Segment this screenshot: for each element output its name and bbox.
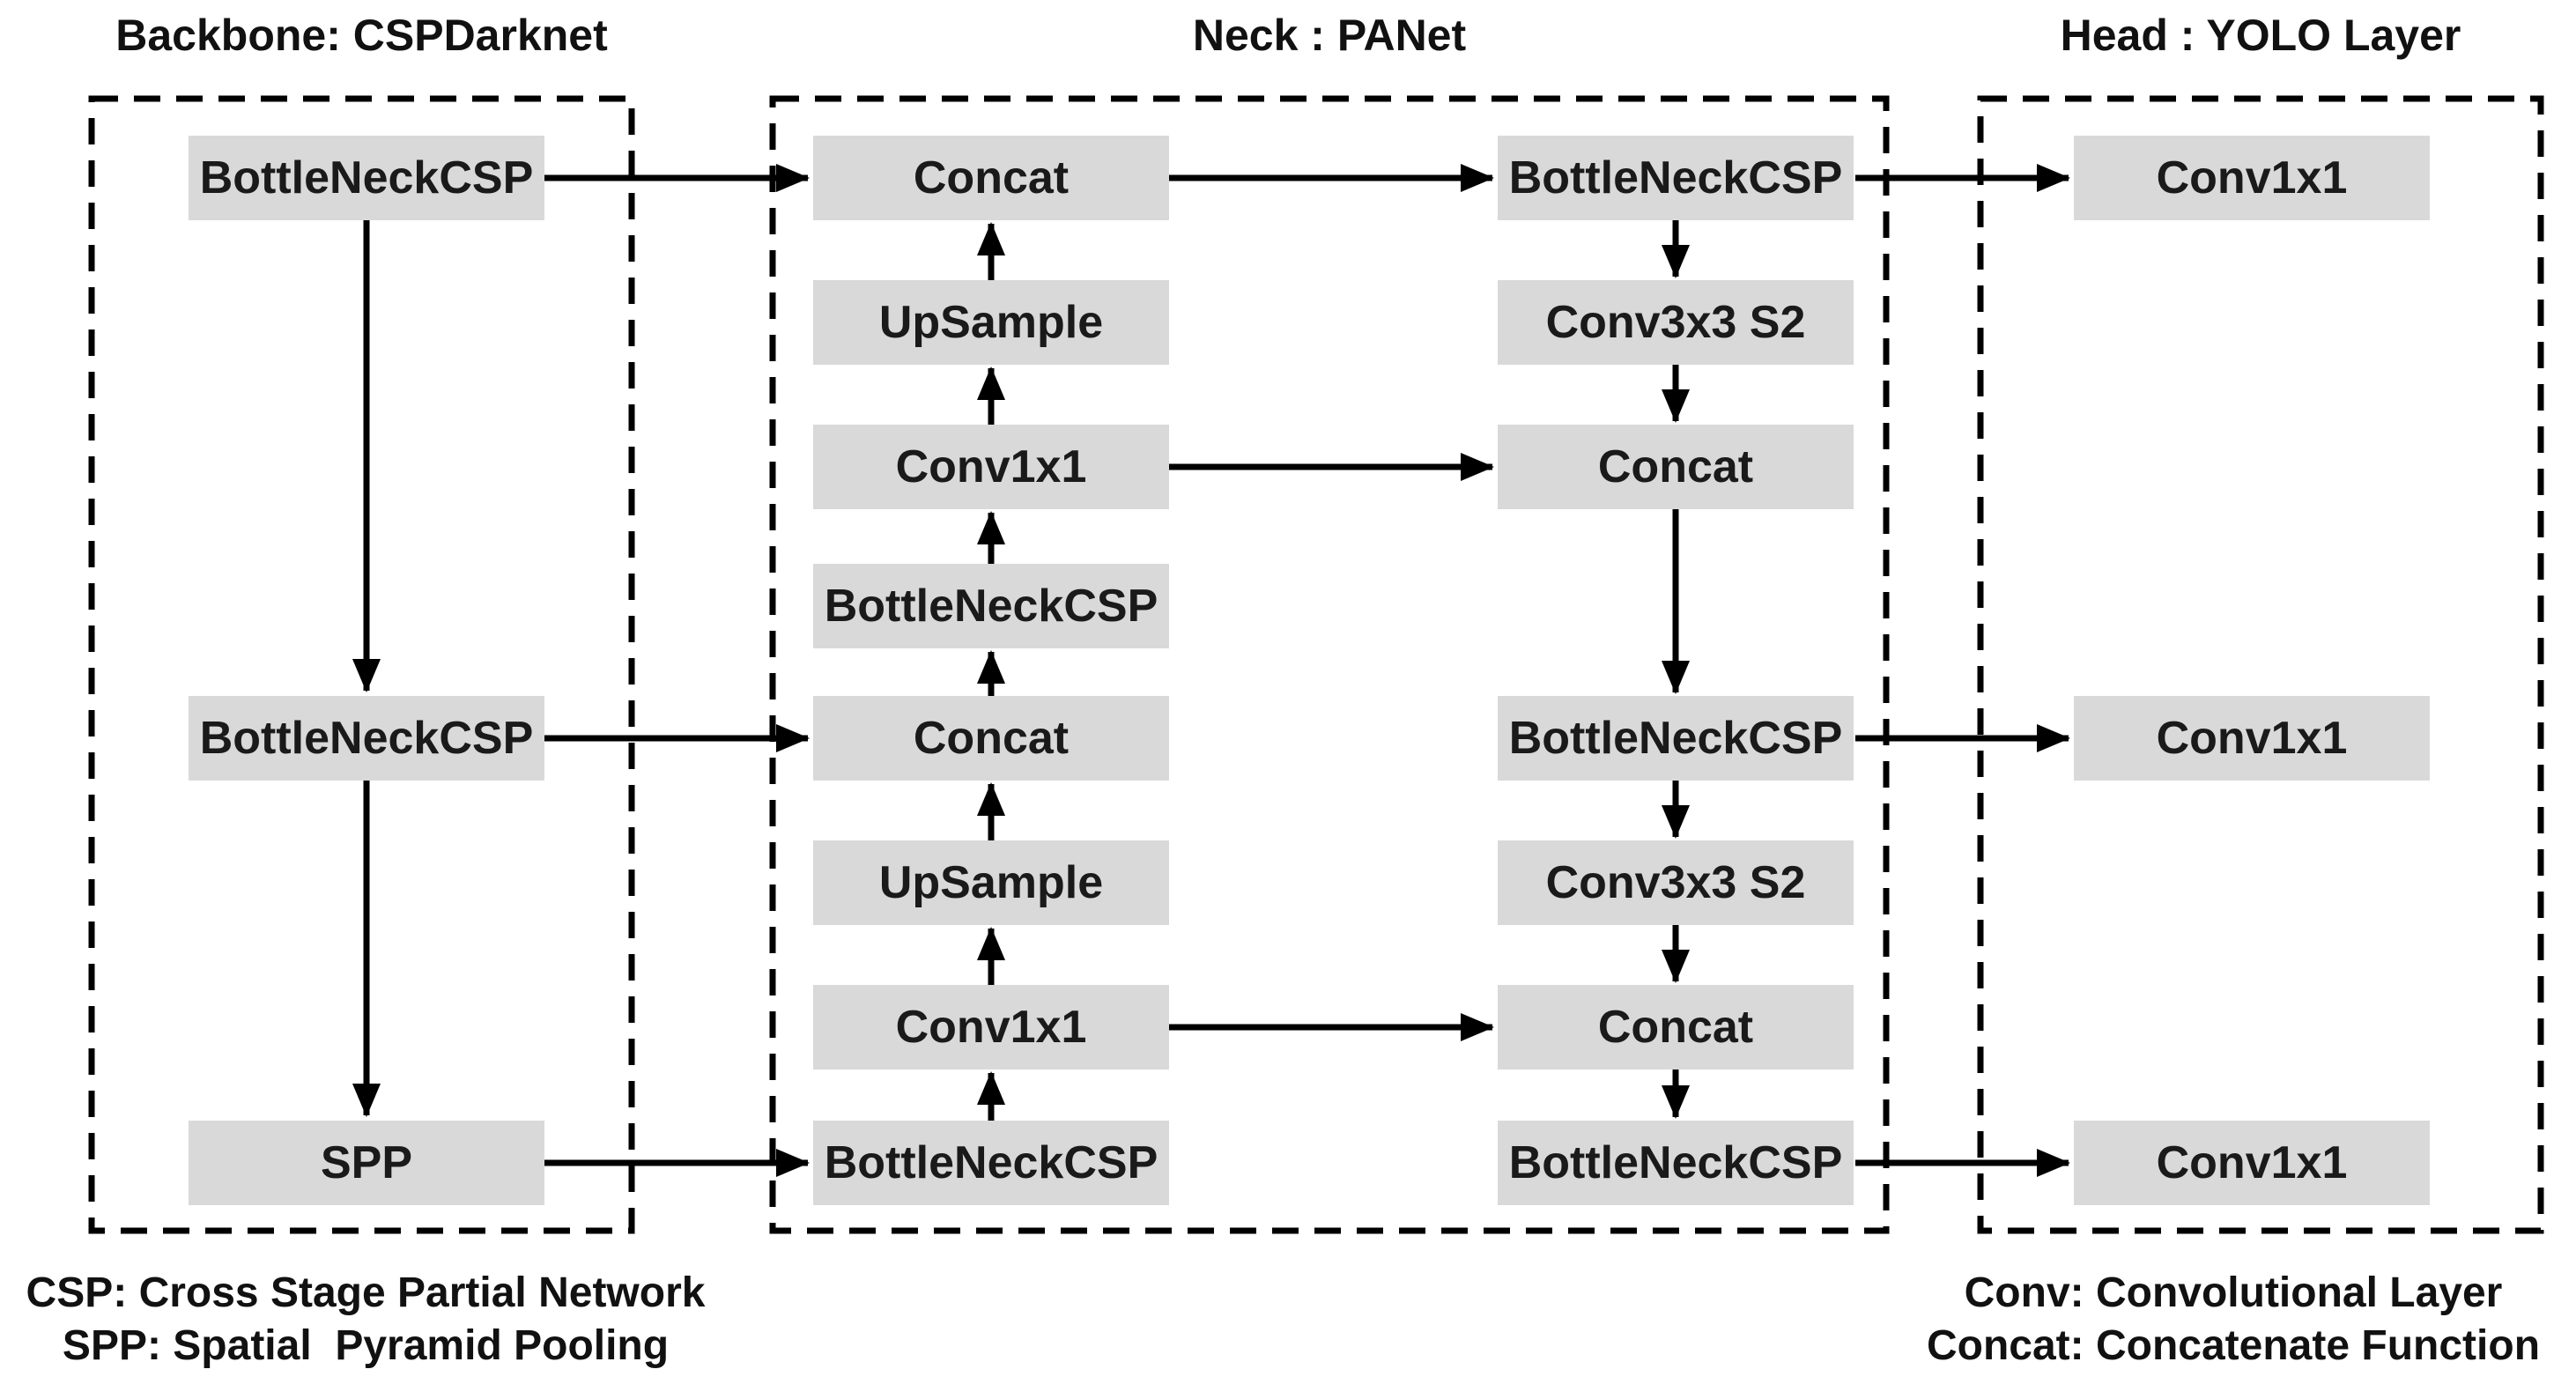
node-neckleft-concat-top: Concat (813, 136, 1169, 220)
node-neckleft-concat-mid: Concat (813, 696, 1169, 781)
node-head-conv1x1-top: Conv1x1 (2074, 136, 2430, 220)
node-neckleft-bottleneckcsp-mid: BottleNeckCSP (813, 564, 1169, 648)
node-backbone-bottleneckcsp-top: BottleNeckCSP (189, 136, 544, 220)
node-neckright-bottleneckcsp-top: BottleNeckCSP (1498, 136, 1854, 220)
node-neckright-conv3x3s2-top: Conv3x3 S2 (1498, 280, 1854, 365)
node-neckright-bottleneckcsp-mid: BottleNeckCSP (1498, 696, 1854, 781)
legend-csp: CSP: Cross Stage Partial Network (26, 1269, 706, 1316)
node-neckleft-upsample-top: UpSample (813, 280, 1169, 365)
node-neckleft-upsample-bottom: UpSample (813, 840, 1169, 925)
head-section-frame (1977, 95, 2544, 1234)
node-neckleft-bottleneckcsp-bottom: BottleNeckCSP (813, 1121, 1169, 1205)
neck-section-frame (769, 95, 1890, 1234)
backbone-section-frame (88, 95, 635, 1234)
head-title: Head : YOLO Layer (2060, 11, 2461, 60)
node-neckright-bottleneckcsp-bottom: BottleNeckCSP (1498, 1121, 1854, 1205)
neck-title: Neck : PANet (1192, 11, 1467, 60)
node-head-conv1x1-bottom: Conv1x1 (2074, 1121, 2430, 1205)
node-head-conv1x1-mid: Conv1x1 (2074, 696, 2430, 781)
legend-spp: SPP: Spatial Pyramid Pooling (62, 1322, 670, 1369)
legend-conv: Conv: Convolutional Layer (1964, 1269, 2503, 1316)
node-backbone-spp: SPP (189, 1121, 544, 1205)
backbone-title: Backbone: CSPDarknet (115, 11, 608, 60)
legend-concat: Concat: Concatenate Function (1926, 1322, 2541, 1369)
node-neckright-conv3x3s2-mid: Conv3x3 S2 (1498, 840, 1854, 925)
legend-left: CSP: Cross Stage Partial Network SPP: Sp… (0, 1267, 731, 1373)
node-neckleft-conv1x1-top: Conv1x1 (813, 425, 1169, 509)
node-neckright-concat-bottom: Concat (1498, 985, 1854, 1069)
node-neckleft-conv1x1-bottom: Conv1x1 (813, 985, 1169, 1069)
legend-right: Conv: Convolutional Layer Concat: Concat… (1885, 1267, 2576, 1373)
node-backbone-bottleneckcsp-mid: BottleNeckCSP (189, 696, 544, 781)
node-neckright-concat-top: Concat (1498, 425, 1854, 509)
